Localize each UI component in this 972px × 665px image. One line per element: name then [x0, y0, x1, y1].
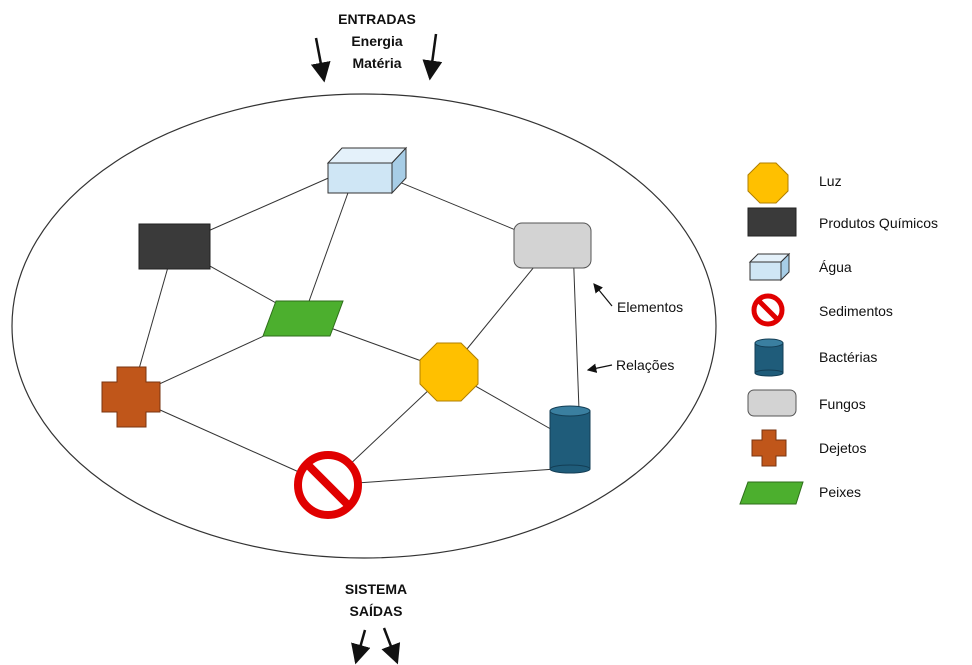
relations: [130, 164, 580, 486]
light-node: [419, 342, 479, 402]
legend-chemicals-label: Produtos Químicos: [819, 215, 939, 231]
fish-node: [262, 300, 344, 337]
elements-annotation: Elementos: [617, 299, 684, 315]
waste-node: [101, 366, 161, 428]
legend-sediments-icon: [751, 293, 785, 327]
sediments-node: [294, 451, 362, 519]
relations-pointer-arrow: [586, 363, 613, 373]
system-label: SISTEMA: [344, 581, 408, 597]
inputs-title: ENTRADAS: [338, 11, 416, 27]
input-arrow-right: [422, 33, 443, 81]
input-energy: Energia: [351, 33, 403, 49]
legend-bacteria-label: Bactérias: [819, 349, 878, 365]
legend-chemicals-icon: [747, 207, 797, 237]
relations-annotation: Relações: [616, 357, 675, 373]
output-arrow-right: [381, 627, 401, 665]
input-matter: Matéria: [352, 55, 402, 71]
relation-line: [572, 244, 580, 411]
legend-water-label: Água: [819, 259, 852, 275]
legend-light-label: Luz: [819, 173, 842, 189]
relation-line: [130, 396, 329, 486]
legend-fungi-label: Fungos: [819, 396, 866, 412]
system-boundary: [11, 93, 717, 559]
elements-pointer-arrow: [593, 283, 613, 307]
chemicals-node: [138, 223, 211, 270]
legend-fish-label: Peixes: [819, 484, 862, 500]
legend-sediments-label: Sedimentos: [819, 303, 893, 319]
relation-line: [327, 467, 571, 486]
legend-fungi-icon: [747, 389, 797, 417]
output-arrow-left: [351, 629, 371, 665]
legend-fish-icon: [739, 481, 804, 505]
legend-bacteria-icon: [754, 338, 784, 377]
outputs-title: SAÍDAS: [349, 603, 403, 619]
water-node: [326, 146, 408, 195]
legend-light-icon: [747, 162, 789, 204]
legend-waste-icon: [751, 429, 787, 467]
bacteria-node: [549, 405, 591, 474]
legend-waste-label: Dejetos: [819, 440, 867, 456]
legend-water-icon: [748, 252, 791, 282]
input-arrow-left: [310, 37, 331, 83]
fungi-node: [513, 222, 592, 269]
